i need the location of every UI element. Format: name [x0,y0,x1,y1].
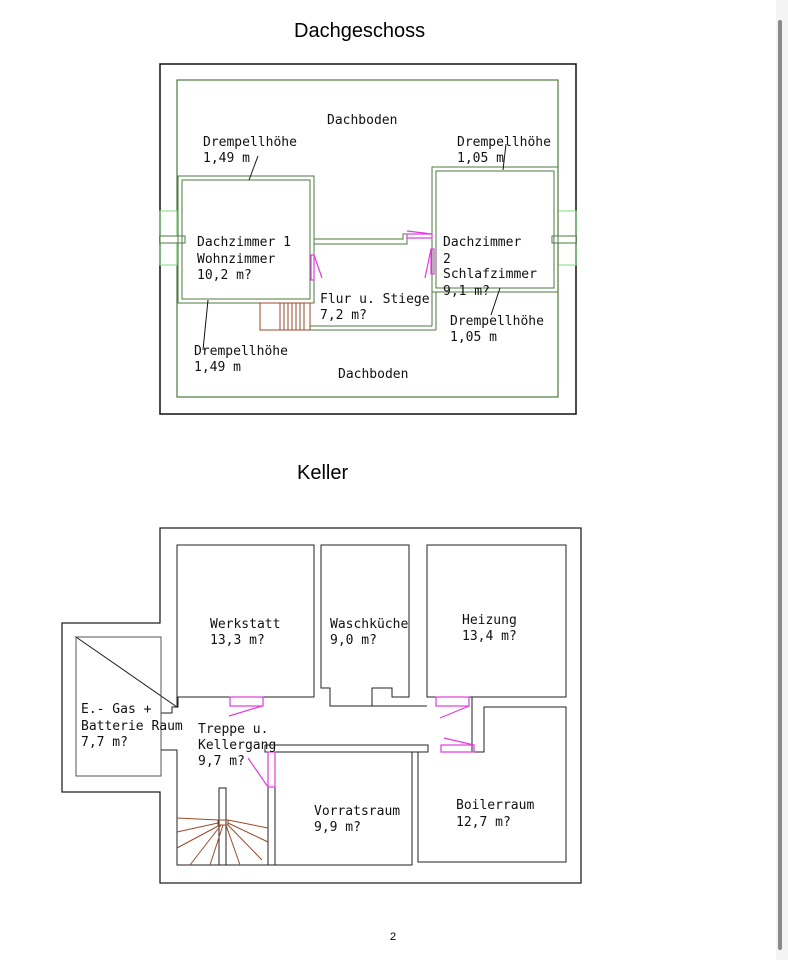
scrollbar-thumb[interactable] [778,20,782,950]
room-label: 9,0 m? [330,633,377,648]
room-label: Dachzimmer 1 [197,235,291,250]
stairs-icon [259,302,311,331]
room-label: 7,7 m? [81,735,128,750]
door-swing-icon [228,696,475,788]
room-label: Flur u. Stiege [320,292,430,307]
attic-labels: Dachboden Drempellhöhe 1,49 m Drempellhö… [194,113,551,382]
room-label: Batterie Raum [81,719,183,734]
room-label: Wohnzimmer [197,252,275,267]
room-label: Werkstatt [210,617,280,632]
room-label: 1,49 m [203,151,250,166]
room-label: 9,7 m? [198,754,245,769]
room-label: 1,05 m [457,151,504,166]
room-label: Treppe u. [198,722,268,737]
attic-plan-title: Dachgeschoss [294,20,426,42]
room-label: 9,1 m? [443,284,490,299]
door-swing-icon [310,230,435,281]
room-label: Boilerraum [456,798,534,813]
room-label: Drempellhöhe [203,135,297,150]
room-label: Waschküche [330,617,408,632]
room-label: Drempellhöhe [450,314,544,329]
room-label: Kellergang [198,738,276,753]
stairs-icon [176,817,269,866]
room-label: 9,9 m? [314,820,361,835]
basement-plan [61,527,582,884]
room-label: Heizung [462,613,517,628]
room-label: 13,3 m? [210,633,265,648]
page-number: 2 [390,931,397,943]
room-label: 12,7 m? [456,815,511,830]
basement-labels: Werkstatt 13,3 m? Waschküche 9,0 m? Heiz… [81,613,534,835]
room-label: Schlafzimmer [443,267,537,282]
room-label: 1,05 m [450,330,497,345]
room-label: Drempellhöhe [194,344,288,359]
room-label: Vorratsraum [314,804,400,819]
room-label: E.- Gas + [81,702,152,717]
room-label: Drempellhöhe [457,135,551,150]
room-label: Dachboden [338,367,408,382]
room-label: 1,49 m [194,360,241,375]
room-label: 10,2 m? [197,268,252,283]
basement-plan-title: Keller [297,462,349,484]
attic-plan [159,63,577,415]
room-label: Dachzimmer [443,235,521,250]
room-label: 13,4 m? [462,629,517,644]
room-label: Dachboden [327,113,397,128]
room-label: 2 [443,252,451,267]
room-label: 7,2 m? [320,308,367,323]
